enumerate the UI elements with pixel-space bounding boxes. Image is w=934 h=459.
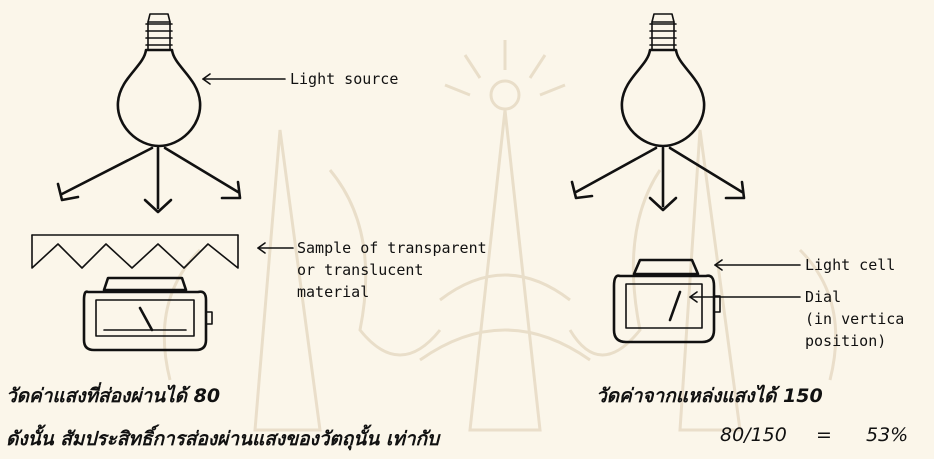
light-cell-callout: Light cell xyxy=(714,256,895,274)
sample-material xyxy=(31,234,239,269)
dial-label-line3: position) xyxy=(805,332,886,350)
left-light-meter-icon xyxy=(82,276,213,352)
dial-callout: Dial (in vertica position) xyxy=(689,288,904,350)
conclusion-caption: ดังนั้น สัมประสิทธิ์การส่องผ่านแสงของวัต… xyxy=(6,428,440,450)
right-light-meter-icon xyxy=(612,258,721,344)
sample-label-line1: Sample of transparent xyxy=(297,239,487,257)
watermark-seal xyxy=(162,40,838,432)
sample-label-line2: or translucent xyxy=(297,261,423,279)
left-light-bulb-icon xyxy=(116,13,202,148)
right-light-rays xyxy=(570,146,746,212)
dial-label-line1: Dial xyxy=(805,288,841,306)
left-light-rays xyxy=(56,146,242,214)
right-reading-caption: วัดค่าจากแหล่งแสงได้ 150 xyxy=(596,385,823,407)
left-reading-caption: วัดค่าแสงที่ส่องผ่านได้ 80 xyxy=(6,385,221,407)
dial-label-line2: (in vertica xyxy=(805,310,904,328)
light-source-label: Light source xyxy=(290,70,398,88)
sample-label-line3: material xyxy=(297,283,369,301)
result-value: 53% xyxy=(866,424,909,446)
sample-callout: Sample of transparent or translucent mat… xyxy=(257,239,487,301)
equals-sign: = xyxy=(816,424,832,446)
ratio-value: 80/150 xyxy=(720,424,787,446)
light-source-callout: Light source xyxy=(202,70,398,88)
light-cell-label: Light cell xyxy=(805,256,895,274)
right-light-bulb-icon xyxy=(620,13,706,148)
